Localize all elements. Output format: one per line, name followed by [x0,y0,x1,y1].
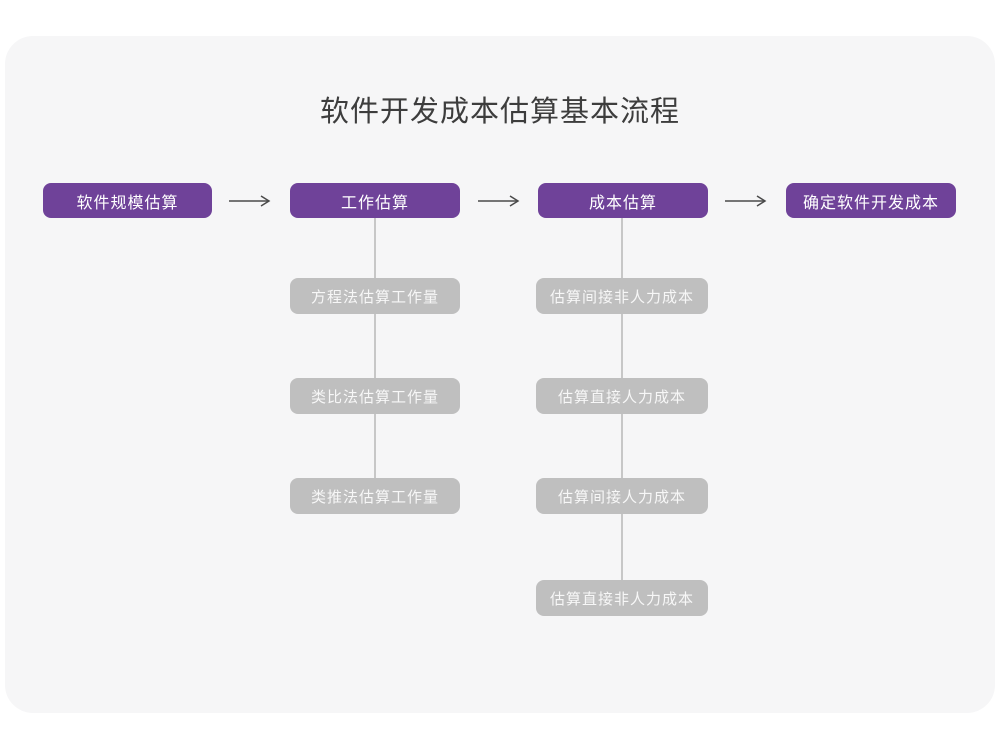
stage-node-cost-estimation: 成本估算 [538,183,708,218]
step-node-indirect-labor-cost: 估算间接人力成本 [536,478,708,514]
diagram-card [5,36,995,713]
step-node-direct-labor-cost: 估算直接人力成本 [536,378,708,414]
stage-node-work-estimation: 工作估算 [290,183,460,218]
connector-line-work-estimation [374,218,376,496]
stage-node-software-scale-estimation: 软件规模估算 [43,183,212,218]
method-node-equation-method: 方程法估算工作量 [290,278,460,314]
right-arrow-icon [478,195,520,207]
right-arrow-icon [229,195,271,207]
method-node-extrapolation-method: 类推法估算工作量 [290,478,460,514]
stage-node-determine-development-cost: 确定软件开发成本 [786,183,956,218]
right-arrow-icon [725,195,767,207]
step-node-direct-non-labor-cost: 估算直接非人力成本 [536,580,708,616]
diagram-title: 软件开发成本估算基本流程 [319,96,680,128]
method-node-analogy-method: 类比法估算工作量 [290,378,460,414]
step-node-indirect-non-labor-cost: 估算间接非人力成本 [536,278,708,314]
